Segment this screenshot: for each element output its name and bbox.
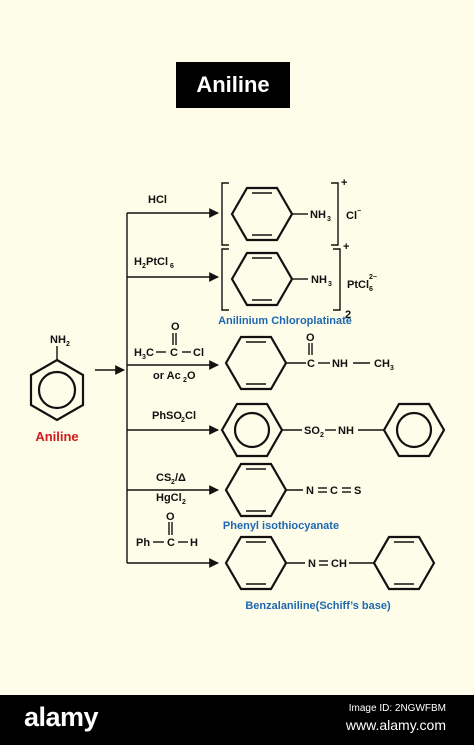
svg-text:Ph: Ph xyxy=(136,537,150,549)
svg-text:S: S xyxy=(354,485,361,497)
reagent-hcl: HCl xyxy=(148,194,167,206)
svg-text:PhSO: PhSO xyxy=(152,410,182,422)
reactant-name: Aniline xyxy=(35,429,78,444)
product-benzalaniline: N CH Benzalaniline(Schiff’s base) xyxy=(224,535,436,612)
svg-text:CS: CS xyxy=(156,472,171,484)
alamy-logo: alamy xyxy=(24,702,99,732)
svg-text:3: 3 xyxy=(142,354,146,361)
svg-text:6: 6 xyxy=(369,286,373,293)
svg-text:C: C xyxy=(307,358,315,370)
svg-text:SO: SO xyxy=(304,425,320,437)
svg-text:2: 2 xyxy=(320,432,324,439)
svg-text:6: 6 xyxy=(170,263,174,270)
svg-text:CH: CH xyxy=(331,558,347,570)
svg-text:Cl: Cl xyxy=(193,347,204,359)
product-sulfonanilide: SO 2 NH xyxy=(220,402,446,458)
reagent-cs2-hgcl2: CS 2 /Δ HgCl 2 xyxy=(156,472,186,506)
svg-text:or Ac: or Ac xyxy=(153,370,181,382)
product-name-chloroplatinate: Anilinium Chloroplatinate xyxy=(218,315,352,327)
image-id-label: Image ID: 2NGWFBM xyxy=(348,703,446,714)
svg-text:N: N xyxy=(308,558,316,570)
product-acetanilide: C O NH CH 3 xyxy=(224,332,394,391)
svg-text:NH: NH xyxy=(310,209,326,221)
svg-text:2: 2 xyxy=(183,377,187,384)
reagent-h2ptcl6: H 2 PtCl 6 xyxy=(134,256,174,270)
reagent-acetyl-chloride: H 3 C C Cl O or Ac 2 O xyxy=(134,321,204,384)
svg-text:3: 3 xyxy=(390,365,394,372)
svg-text:2: 2 xyxy=(182,499,186,506)
svg-text:PtCl: PtCl xyxy=(347,279,369,291)
svg-text:C: C xyxy=(330,485,338,497)
svg-text:−: − xyxy=(357,208,361,215)
product-anilinium-chloride: NH 3 + Cl − xyxy=(221,177,361,246)
reagent-benzaldehyde: Ph C H O xyxy=(136,511,198,549)
svg-text:NH: NH xyxy=(332,358,348,370)
svg-text:C: C xyxy=(170,347,178,359)
title-box xyxy=(176,62,290,108)
svg-text:NH: NH xyxy=(311,274,327,286)
reaction-diagram: Aniline NH 2 Aniline HCl H 2 PtCl 6 H 3 … xyxy=(29,62,446,612)
svg-text:2: 2 xyxy=(181,417,185,424)
product-anilinium-chloroplatinate: NH 3 + 2 PtCl 6 2− Anilinium Chloroplati… xyxy=(218,241,377,327)
svg-text:O: O xyxy=(187,370,196,382)
svg-text:2: 2 xyxy=(171,479,175,486)
product-name-benzalaniline: Benzalaniline(Schiff’s base) xyxy=(245,600,391,612)
svg-text:Cl: Cl xyxy=(185,410,196,422)
svg-text:H: H xyxy=(134,256,142,268)
svg-text:NH: NH xyxy=(338,425,354,437)
svg-text:O: O xyxy=(306,332,315,344)
reactant-group-sub: 2 xyxy=(66,341,70,348)
svg-text:3: 3 xyxy=(327,216,331,223)
svg-text:O: O xyxy=(171,321,180,333)
svg-text:/Δ: /Δ xyxy=(175,472,186,484)
svg-text:H: H xyxy=(190,537,198,549)
svg-text:+: + xyxy=(343,241,349,253)
aniline-reactant: NH 2 Aniline xyxy=(29,334,85,444)
page-title: Aniline xyxy=(196,72,269,97)
svg-text:2: 2 xyxy=(345,309,351,321)
svg-text:C: C xyxy=(167,537,175,549)
svg-text:HgCl: HgCl xyxy=(156,492,182,504)
reaction-diagram-svg: Aniline NH 2 Aniline HCl H 2 PtCl 6 H 3 … xyxy=(29,62,446,612)
svg-text:O: O xyxy=(166,511,175,523)
svg-text:PtCl: PtCl xyxy=(146,256,168,268)
svg-text:Cl: Cl xyxy=(346,210,357,222)
reagent-phso2cl: PhSO 2 Cl xyxy=(152,410,196,424)
svg-text:C: C xyxy=(146,347,154,359)
svg-text:CH: CH xyxy=(374,358,390,370)
watermark-footer: alamy Image ID: 2NGWFBM www.alamy.com xyxy=(0,695,474,745)
image-id-url: www.alamy.com xyxy=(345,717,446,733)
product-name-isothiocyanate: Phenyl isothiocyanate xyxy=(223,520,339,532)
svg-text:+: + xyxy=(341,177,347,189)
reactant-group: NH xyxy=(50,334,66,346)
svg-text:2: 2 xyxy=(142,263,146,270)
svg-text:N: N xyxy=(306,485,314,497)
product-phenyl-isothiocyanate: N C S Phenyl isothiocyanate xyxy=(223,462,361,532)
svg-text:3: 3 xyxy=(328,281,332,288)
svg-text:2−: 2− xyxy=(369,274,377,281)
svg-text:H: H xyxy=(134,347,142,359)
